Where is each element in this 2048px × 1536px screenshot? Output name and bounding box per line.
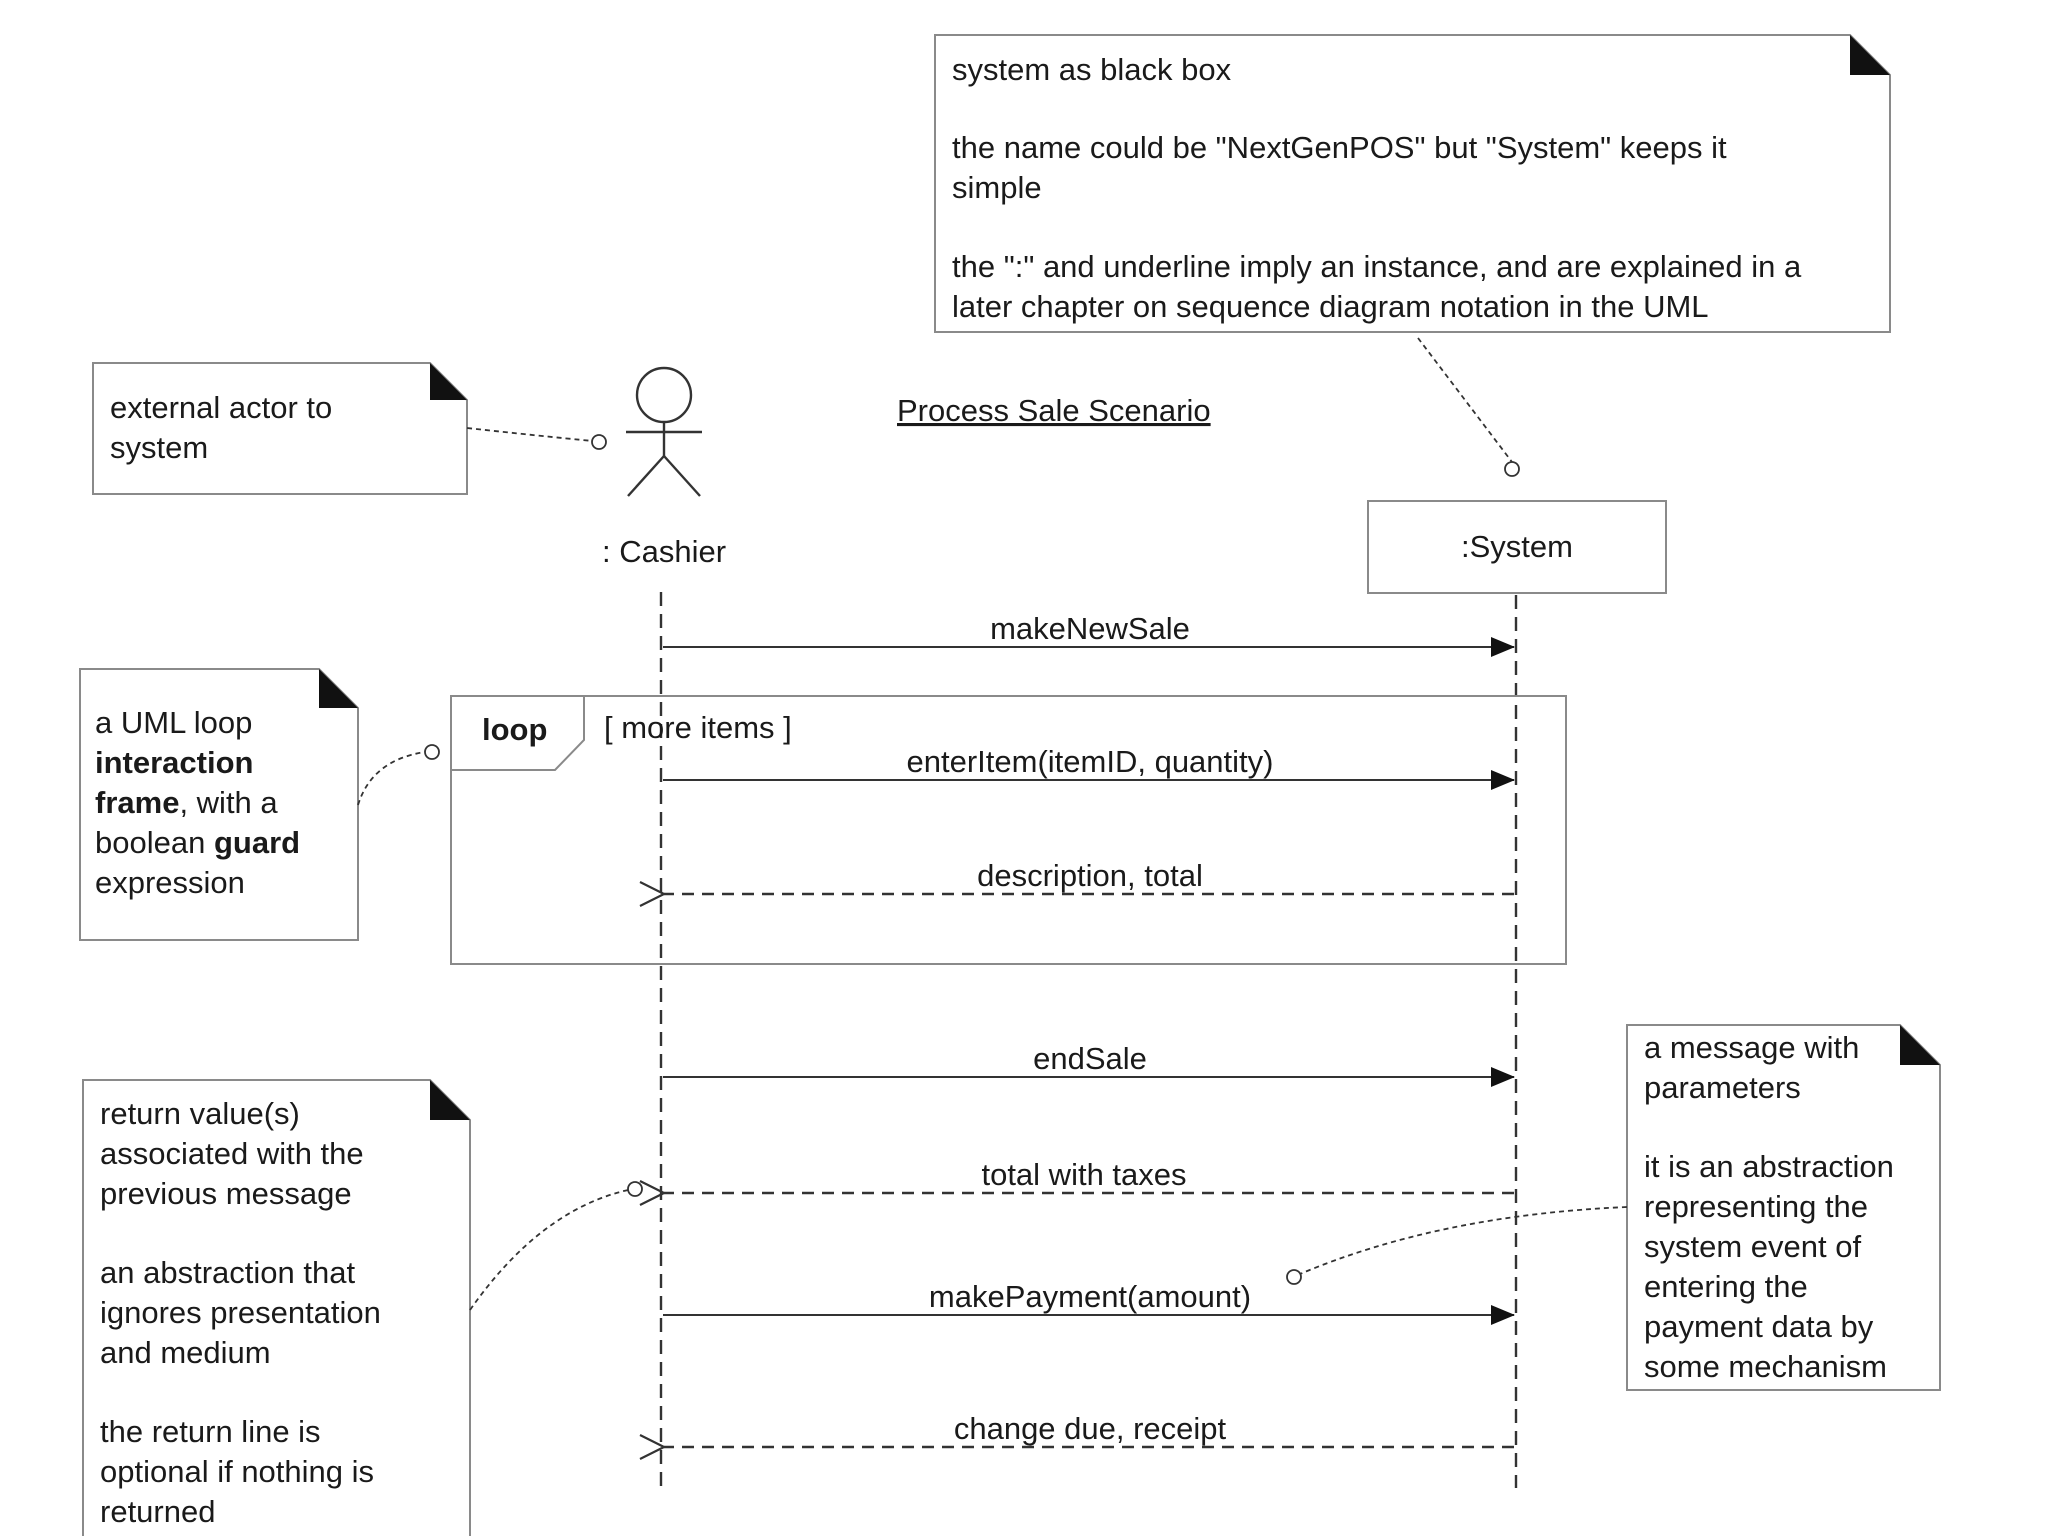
note-message-line: payment data by [1644, 1309, 1874, 1344]
loop-guard: [ more items ] [604, 710, 792, 745]
note-return-line: an abstraction that [100, 1255, 355, 1290]
anchor-circle [627, 1181, 643, 1197]
note-actor: external actor to system [92, 362, 468, 495]
anchor-actor [466, 427, 594, 442]
message-label: makePayment(amount) [929, 1279, 1251, 1314]
note-black-box-line: system as black box [952, 52, 1232, 87]
note-fold-icon [1900, 1025, 1940, 1065]
cashier-label: : Cashier [602, 534, 726, 569]
return-label: change due, receipt [954, 1411, 1227, 1446]
return-total-with-taxes: total with taxes [664, 1157, 1514, 1193]
anchor-black-box [1417, 337, 1513, 463]
note-loop: a UML loop interaction frame, with a boo… [79, 668, 359, 941]
message-make-new-sale: makeNewSale [663, 611, 1515, 657]
anchor-loop [357, 751, 426, 806]
note-actor-line: system [110, 430, 208, 465]
note-message-line: a message with [1644, 1030, 1859, 1065]
return-label: total with taxes [981, 1157, 1186, 1192]
note-message-line: entering the [1644, 1269, 1808, 1304]
note-message-line: representing the [1644, 1189, 1868, 1224]
return-label: description, total [977, 858, 1203, 893]
loop-operator: loop [482, 712, 547, 747]
cashier-actor-icon [626, 366, 702, 497]
note-return-line: associated with the [100, 1136, 364, 1171]
note-return-line: the return line is [100, 1414, 321, 1449]
note-return-line: returned [100, 1494, 215, 1529]
note-return-line: return value(s) [100, 1096, 300, 1131]
note-return-values: return value(s) associated with the prev… [82, 1079, 471, 1536]
diagram-title: Process Sale Scenario [897, 393, 1211, 428]
note-message-line: it is an abstraction [1644, 1149, 1894, 1184]
note-return-line: and medium [100, 1335, 271, 1370]
note-fold-icon [430, 363, 467, 400]
system-label: :System [1461, 529, 1573, 564]
note-black-box-line: the ":" and underline imply an instance,… [952, 249, 1802, 284]
message-make-payment: makePayment(amount) [663, 1279, 1515, 1325]
anchor-return [469, 1189, 629, 1311]
note-return-line: optional if nothing is [100, 1454, 374, 1489]
note-fold-icon [430, 1080, 470, 1120]
note-message-line: some mechanism [1644, 1349, 1887, 1384]
anchor-circle [1504, 461, 1520, 477]
anchor-circle [591, 434, 607, 450]
anchor-circle [424, 744, 440, 760]
return-change-due: change due, receipt [664, 1411, 1514, 1447]
note-return-line: ignores presentation [100, 1295, 381, 1330]
anchor-circle [1286, 1269, 1302, 1285]
note-return-line: previous message [100, 1176, 352, 1211]
message-end-sale: endSale [663, 1041, 1515, 1087]
note-loop-line: interaction [95, 745, 253, 780]
note-loop-line: boolean guard [95, 825, 300, 860]
note-actor-line: external actor to [110, 390, 332, 425]
message-label: endSale [1033, 1041, 1147, 1076]
note-black-box-line: the name could be "NextGenPOS" but "Syst… [952, 130, 1727, 165]
note-loop-line: frame, with a [95, 785, 278, 820]
loop-frame: loop [ more items ] [450, 695, 1567, 965]
return-description-total: description, total [664, 858, 1514, 894]
note-black-box: system as black box the name could be "N… [934, 34, 1891, 333]
anchor-message [1299, 1206, 1628, 1275]
note-loop-line: expression [95, 865, 245, 900]
message-label: makeNewSale [990, 611, 1190, 646]
note-black-box-line: simple [952, 170, 1042, 205]
message-enter-item: enterItem(itemID, quantity) [663, 744, 1515, 790]
message-label: enterItem(itemID, quantity) [907, 744, 1274, 779]
note-message-line: parameters [1644, 1070, 1801, 1105]
note-fold-icon [1850, 35, 1890, 75]
system-participant-box [1367, 500, 1667, 594]
note-black-box-line: later chapter on sequence diagram notati… [952, 289, 1709, 324]
note-message-params: a message with parameters it is an abstr… [1626, 1024, 1941, 1391]
note-fold-icon [319, 669, 358, 708]
note-loop-line: a UML loop [95, 705, 252, 740]
note-message-line: system event of [1644, 1229, 1861, 1264]
